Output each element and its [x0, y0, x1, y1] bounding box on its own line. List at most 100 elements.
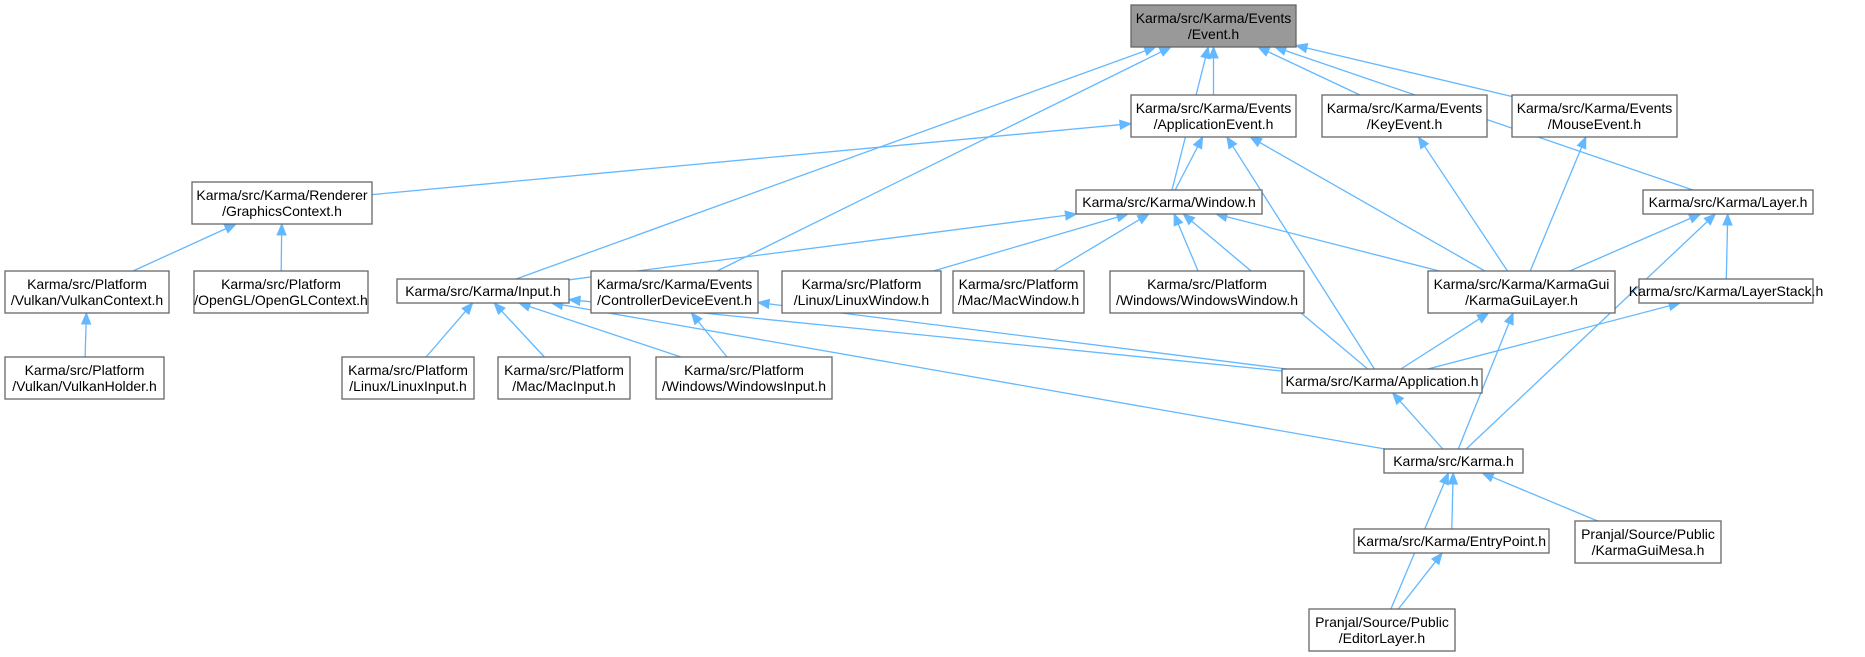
- node-box: [341, 356, 475, 400]
- edge-arrowhead: [1158, 46, 1173, 57]
- node-label: /ApplicationEvent.h: [1154, 116, 1274, 132]
- node-guimesa[interactable]: Pranjal/Source/Public/KarmaGuiMesa.h: [1574, 520, 1722, 564]
- edge-appevent-to-event: [1208, 45, 1219, 95]
- node-winwindow[interactable]: Karma/src/Platform/Windows/WindowsWindow…: [1109, 270, 1305, 314]
- edge-arrowhead: [1173, 212, 1184, 227]
- edge-arrowhead: [1703, 213, 1717, 226]
- node-label: /MouseEvent.h: [1548, 116, 1641, 132]
- edge-line: [84, 323, 87, 358]
- edge-arrowhead: [1391, 392, 1405, 406]
- node-vulkanctx[interactable]: Karma/src/Platform/Vulkan/VulkanContext.…: [4, 270, 170, 314]
- node-label: /Linux/LinuxInput.h: [349, 378, 467, 394]
- edge-arrowhead: [1119, 119, 1133, 130]
- edge-layerstack-to-layer: [1722, 212, 1733, 280]
- node-box: [952, 270, 1085, 314]
- edge-line: [1259, 141, 1486, 272]
- node-label: /ControllerDeviceEvent.h: [597, 292, 752, 308]
- edge-guilayer-to-window: [1214, 211, 1440, 272]
- edge-arrowhead: [1226, 135, 1238, 150]
- edge-line: [562, 304, 1386, 450]
- node-wininput[interactable]: Karma/src/Platform/Windows/WindowsInput.…: [655, 356, 833, 400]
- edge-graphicsctx-to-appevent: [371, 119, 1133, 196]
- node-linuxwindow[interactable]: Karma/src/Platform/Linux/LinuxWindow.h: [781, 270, 942, 314]
- node-label: Karma/src/Platform: [25, 362, 145, 378]
- edge-line: [1400, 318, 1480, 370]
- node-label: Karma/src/Karma/Window.h: [1082, 194, 1256, 210]
- edge-arrowhead: [1503, 311, 1514, 326]
- edge-arrowhead: [1208, 45, 1219, 59]
- edge-line: [1232, 145, 1375, 370]
- edge-guilayer-to-appevent: [1249, 136, 1486, 272]
- node-editorlayer[interactable]: Pranjal/Source/Public/EditorLayer.h: [1308, 608, 1456, 652]
- edge-line: [1285, 49, 1694, 191]
- edge-arrowhead: [1687, 213, 1702, 224]
- node-label: Pranjal/Source/Public: [1315, 614, 1449, 630]
- edge-arrowhead: [1192, 135, 1204, 150]
- node-label: Karma/src/Platform: [348, 362, 468, 378]
- node-input[interactable]: Karma/src/Karma/Input.h: [396, 278, 570, 304]
- node-box: [1642, 189, 1814, 215]
- edge-openglctx-to-graphicsctx: [276, 222, 287, 272]
- edge-controller-to-event: [716, 46, 1173, 272]
- edge-line: [501, 310, 545, 358]
- node-keyevent[interactable]: Karma/src/Karma/Events/KeyEvent.h: [1321, 94, 1488, 138]
- edge-guilayer-to-mouseevent: [1529, 135, 1587, 272]
- node-karma[interactable]: Karma/src/Karma.h: [1383, 448, 1524, 474]
- node-openglctx[interactable]: Karma/src/Platform/OpenGL/OpenGLContext.…: [193, 270, 369, 314]
- edge-line: [1397, 561, 1436, 610]
- edge-arrowhead: [690, 311, 703, 326]
- edge-arrowhead: [223, 223, 238, 234]
- node-layer[interactable]: Karma/src/Karma/Layer.h: [1642, 189, 1814, 215]
- node-box: [1281, 368, 1483, 394]
- node-box: [4, 356, 165, 400]
- edge-guimesa-to-karma: [1481, 472, 1598, 522]
- edge-arrowhead: [461, 301, 474, 316]
- node-label: /EditorLayer.h: [1339, 630, 1425, 646]
- node-event[interactable]: Karma/src/Karma/Events/Event.h: [1130, 4, 1297, 48]
- node-label: /Mac/MacInput.h: [512, 378, 616, 394]
- node-label: Karma/src/Platform: [504, 362, 624, 378]
- node-appevent[interactable]: Karma/src/Karma/Events/ApplicationEvent.…: [1130, 94, 1297, 138]
- edge-karma-to-application: [1391, 392, 1444, 450]
- edge-arrowhead: [1447, 471, 1459, 485]
- node-linuxinput[interactable]: Karma/src/Platform/Linux/LinuxInput.h: [341, 356, 475, 400]
- node-graphicsctx[interactable]: Karma/src/Karma/Renderer/GraphicsContext…: [191, 181, 373, 225]
- node-box: [1574, 520, 1722, 564]
- node-box: [1130, 4, 1297, 48]
- node-controller[interactable]: Karma/src/Karma/Events/ControllerDeviceE…: [590, 270, 759, 314]
- edge-line: [132, 228, 227, 272]
- node-label: Karma/src/Platform: [684, 362, 804, 378]
- edge-line: [1492, 476, 1598, 522]
- edge-line: [1725, 224, 1729, 280]
- edge-line: [1457, 322, 1510, 450]
- node-window[interactable]: Karma/src/Karma/Window.h: [1075, 189, 1263, 215]
- node-label: Karma/src/Karma/Events: [1327, 100, 1483, 116]
- node-macwindow[interactable]: Karma/src/Platform/Mac/MacWindow.h: [952, 270, 1085, 314]
- node-label: /Linux/LinuxWindow.h: [794, 292, 929, 308]
- node-label: Karma/src/Karma/LayerStack.h: [1629, 283, 1824, 299]
- node-layerstack[interactable]: Karma/src/Karma/LayerStack.h: [1629, 278, 1824, 304]
- edge-application-to-guilayer: [1400, 312, 1490, 370]
- node-guilayer[interactable]: Karma/src/Karma/KarmaGui/KarmaGuiLayer.h: [1427, 270, 1616, 314]
- edge-line: [1267, 51, 1361, 96]
- node-box: [655, 356, 833, 400]
- node-box: [1321, 94, 1488, 138]
- edge-application-to-controller: [756, 298, 1287, 370]
- node-label: /Windows/WindowsInput.h: [662, 378, 826, 394]
- edge-guilayer-to-keyevent: [1417, 135, 1509, 272]
- node-vulkanholder[interactable]: Karma/src/Platform/Vulkan/VulkanHolder.h: [4, 356, 165, 400]
- node-mouseevent[interactable]: Karma/src/Karma/Events/MouseEvent.h: [1511, 94, 1678, 138]
- node-macinput[interactable]: Karma/src/Platform/Mac/MacInput.h: [497, 356, 631, 400]
- edge-vulkanctx-to-graphicsctx: [132, 223, 238, 272]
- edge-arrowhead: [1142, 45, 1157, 56]
- node-application[interactable]: Karma/src/Karma/Application.h: [1281, 368, 1483, 394]
- edge-arrowhead: [1481, 472, 1495, 483]
- node-box: [1383, 448, 1524, 474]
- edge-macwindow-to-window: [1053, 213, 1151, 272]
- edge-line: [1306, 47, 1513, 98]
- edge-entrypoint-to-karma: [1447, 471, 1459, 530]
- node-entrypoint[interactable]: Karma/src/Karma/EntryPoint.h: [1353, 528, 1550, 554]
- nodes-layer: Karma/src/Karma/Events/Event.hKarma/src/…: [4, 4, 1824, 652]
- node-label: /KeyEvent.h: [1367, 116, 1443, 132]
